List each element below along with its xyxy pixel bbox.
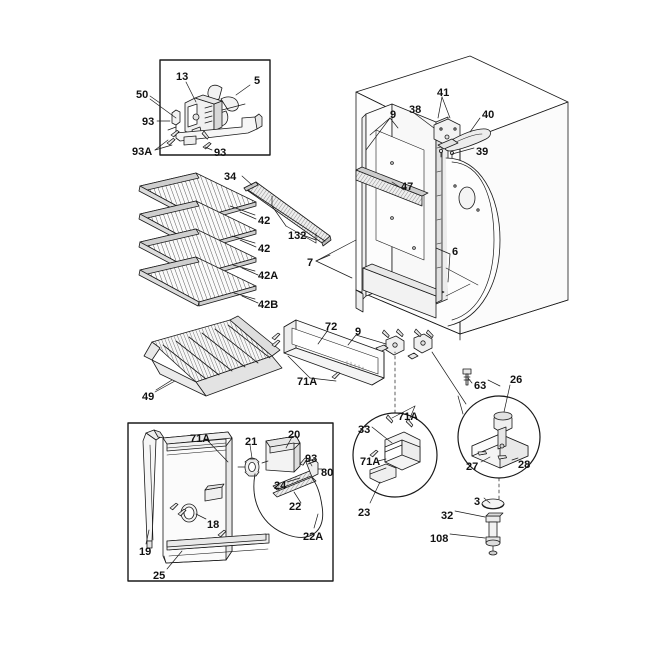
wire-basket-part [143,315,283,397]
callout-19: 19 [139,546,152,558]
detail-circle-28-group [431,351,541,501]
wire-shelf-4 [138,256,257,307]
callout-22A: 22A [303,531,324,543]
shelf-trim-rail-part [241,175,332,247]
callout-42-first: 42 [258,215,271,227]
callout-9-top: 9 [390,109,397,121]
leader-lines [149,95,501,391]
callout-132: 132 [288,230,307,242]
callout-25: 25 [153,570,166,582]
callout-3: 3 [474,496,481,508]
callout-38: 38 [409,104,422,116]
callout-32: 32 [441,510,454,522]
callout-42A: 42A [258,270,279,282]
screw-63-part [462,368,472,386]
callout-71A-detail-left: 71A [360,456,381,468]
callout-39: 39 [476,146,489,158]
callout-23: 23 [358,507,371,519]
callout-41: 41 [437,87,450,99]
callout-42-second: 42 [258,243,271,255]
callout-18: 18 [207,519,220,531]
callout-6: 6 [452,246,459,258]
callout-93-upper: 93 [142,116,155,128]
door-panel-inset-box [127,422,334,582]
callout-72: 72 [325,321,338,333]
callout-28: 28 [518,459,531,471]
leveling-leg-assembly [449,368,505,556]
door-liner-part [445,157,501,327]
callout-40: 40 [482,109,495,121]
callout-71A-door: 71A [190,433,211,445]
callout-9-middle: 9 [355,326,362,338]
callout-50: 50 [136,89,149,101]
callout-33: 33 [358,424,371,436]
callout-93A: 93A [132,146,153,158]
callout-27: 27 [466,461,479,473]
kickplate-grille-part [270,319,385,386]
evaporator-fan-inset-box [149,59,271,156]
callout-63: 63 [474,380,487,392]
callout-71A-drawer: 71A [297,376,318,388]
door-liner-panel-part [162,431,270,564]
callout-108: 108 [430,533,449,545]
callout-47: 47 [401,181,414,193]
callout-24: 24 [274,480,287,492]
callout-34: 34 [224,171,237,183]
bottom-hinge-hardware [375,327,435,360]
callout-93-door: 93 [305,453,318,465]
callout-42B: 42B [258,299,279,311]
wire-shelf-stack [138,172,257,307]
callout-13: 13 [176,71,189,83]
callout-20: 20 [288,429,301,441]
callout-93-lower: 93 [214,147,227,159]
callout-80: 80 [321,467,334,479]
callout-71A-detail-top: 71A [398,411,419,423]
top-hinge-assembly [433,118,491,159]
refrigerator-cabinet [355,55,569,360]
callout-49: 49 [142,391,155,403]
side-trim-part [142,429,165,549]
callout-7: 7 [307,257,314,269]
detail-circle-23-group [352,351,438,504]
callout-22: 22 [289,501,302,513]
callout-21: 21 [245,436,258,448]
fan-bracket-part [167,109,263,146]
callout-5: 5 [254,75,261,87]
callout-26: 26 [510,374,523,386]
door-cover-part [261,435,301,473]
